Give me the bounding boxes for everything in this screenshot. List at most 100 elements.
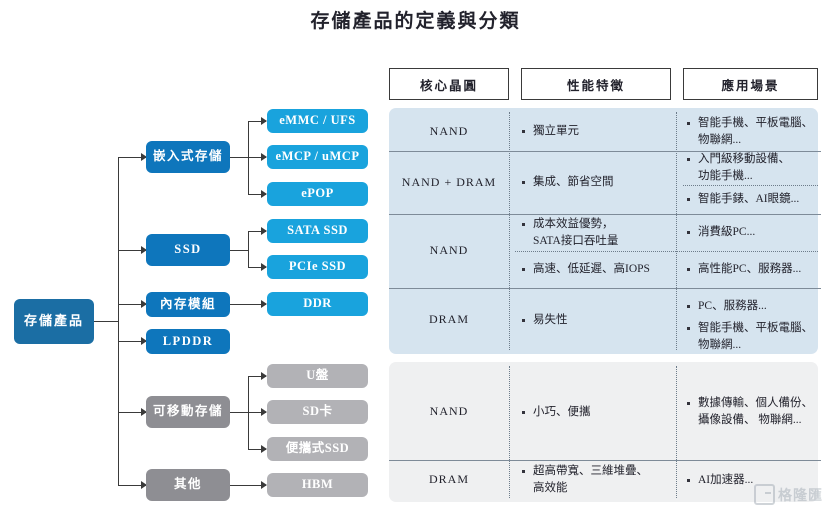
table-cell-wafer-5: NAND [389,364,509,460]
feature-item: 集成、節省空間 [521,174,671,191]
table-cell-application-4: 消費級PC... [686,214,818,251]
arrow-sub1-child-2 [261,153,267,161]
table-header-applications: 應用場景 [683,68,818,100]
wafer-value: NAND [429,243,469,258]
connector-branch-6 [118,485,146,487]
connector-sub2-child-2 [248,267,266,269]
connector-root-stub [94,321,119,323]
node-leaf-epop[interactable]: ePOP [267,182,368,206]
node-branch-lpddr[interactable]: LPDDR [146,329,230,354]
node-branch-others[interactable]: 其他 [146,469,230,501]
node-root-storage-products[interactable]: 存儲產品 [14,299,94,344]
table-cell-wafer-3: NAND [389,214,509,288]
arrow-branch-2 [141,246,147,254]
arrow-branch-1 [141,153,147,161]
node-branch-removable-storage[interactable]: 可移動存儲 [146,396,230,428]
application-item: PC、服務器... [686,298,818,315]
feature-item: 小巧、便攜 [521,404,671,421]
application-item: 入門級移動設備、功能手機... [686,151,818,184]
arrow-branch-3 [141,300,147,308]
node-branch-memory-module[interactable]: 內存模組 [146,292,230,317]
watermark-label: 格隆匯 [778,487,823,504]
connector-branch-1 [118,157,146,159]
connector-branch-3 [118,304,146,306]
arrow-branch-5 [141,408,147,416]
node-leaf-pcie-ssd[interactable]: PCIe SSD [267,255,368,279]
table-col-sep-1-blue [509,112,510,350]
node-leaf-emmc-ufs[interactable]: eMMC / UFS [267,109,368,133]
table-col-sep-2-gray [676,366,677,498]
feature-item: 成本效益優勢，SATA接口吞吐量 [521,216,676,249]
table-cell-application-8: 數據傳輸、個人備份、攝像設備、 物聯網... [686,364,821,460]
table-cell-feature-7: 超高帶寬、三維堆疊、高效能 [521,460,676,500]
connector-sub1-child-2 [248,157,266,159]
connector-sub2-trunk [248,231,250,268]
feature-item: 高速、低延遲、高IOPS [521,261,676,278]
connector-sub5-stem [230,412,249,414]
arrow-sub2-child-2 [261,263,267,271]
table-cell-application-6: PC、服務器... [686,292,818,320]
table-header-core-wafer: 核心晶圓 [389,68,509,100]
table-row-sep-1 [389,151,821,152]
table-row-sep-2 [389,214,821,215]
feature-item: 獨立單元 [521,123,671,140]
table-cell-application-9: AI加速器... [686,460,818,500]
node-leaf-emcp-umcp[interactable]: eMCP / uMCP [267,145,368,169]
connector-sub1-child-1 [248,121,266,123]
table-cell-application-1: 智能手機、平板電腦、物聯網... [686,112,818,151]
arrow-sub2-child-1 [261,227,267,235]
table-col-sep-2-blue [676,112,677,350]
table-cell-feature-2: 集成、節省空間 [521,151,671,214]
table-header-performance: 性能特徵 [521,68,671,100]
arrow-sub1-child-3 [261,190,267,198]
arrow-sub5-child-3 [261,445,267,453]
wafer-value: NAND + DRAM [401,174,497,189]
table-cell-feature-5: 易失性 [521,288,671,352]
connector-sub5-child-1 [248,376,266,378]
watermark: 格隆匯 [754,484,823,505]
application-item: 數據傳輸、個人備份、攝像設備、 物聯網... [686,395,821,428]
node-leaf-usb-drive[interactable]: U盤 [267,364,368,388]
connector-sub1-child-3 [248,194,266,196]
connector-sub6-child-1 [230,485,266,487]
wafer-value: DRAM [428,472,469,487]
table-cell-application-3: 智能手錶、AI眼鏡... [686,185,818,214]
arrow-sub5-child-2 [261,408,267,416]
arrow-branch-4 [141,337,147,345]
arrow-sub6-child-1 [261,481,267,489]
arrow-branch-6 [141,481,147,489]
table-cell-application-2: 入門級移動設備、功能手機... [686,151,818,185]
table-cell-feature-3: 成本效益優勢，SATA接口吞吐量 [521,214,676,251]
node-branch-embedded-storage[interactable]: 嵌入式存儲 [146,141,230,173]
connector-sub1-stem [230,157,249,159]
connector-sub3-child-1 [230,304,266,306]
table-cell-wafer-1: NAND [389,112,509,151]
table-cell-application-5: 高性能PC、服務器... [686,251,818,288]
table-subrow-sep-perf-3 [515,251,818,252]
arrow-sub1-child-1 [261,117,267,125]
node-branch-ssd[interactable]: SSD [146,234,230,266]
arrow-sub3-child-1 [261,300,267,308]
arrow-sub5-child-1 [261,372,267,380]
wafer-value: DRAM [428,312,469,327]
wafer-value: NAND [429,123,469,138]
connector-sub5-child-2 [248,412,266,414]
node-leaf-portable-ssd[interactable]: 便攜式SSD [267,437,368,461]
page-title: 存儲產品的定義與分類 [310,11,521,32]
table-cell-wafer-6: DRAM [389,460,509,500]
feature-item: 超高帶寬、三維堆疊、高效能 [521,463,676,496]
node-leaf-hbm[interactable]: HBM [267,473,368,497]
table-subrow-sep-app-2 [683,185,818,186]
node-leaf-sata-ssd[interactable]: SATA SSD [267,219,368,243]
connector-sub5-child-3 [248,449,266,451]
table-panel-secondary [389,362,818,502]
application-item: AI加速器... [686,472,818,489]
node-leaf-ddr[interactable]: DDR [267,292,368,316]
table-panel-primary [389,108,818,354]
node-leaf-sd-card[interactable]: SD卡 [267,400,368,424]
watermark-logo-icon [754,484,775,505]
connector-main-trunk [118,157,120,486]
table-cell-wafer-4: DRAM [389,288,509,352]
connector-branch-4 [118,341,146,343]
